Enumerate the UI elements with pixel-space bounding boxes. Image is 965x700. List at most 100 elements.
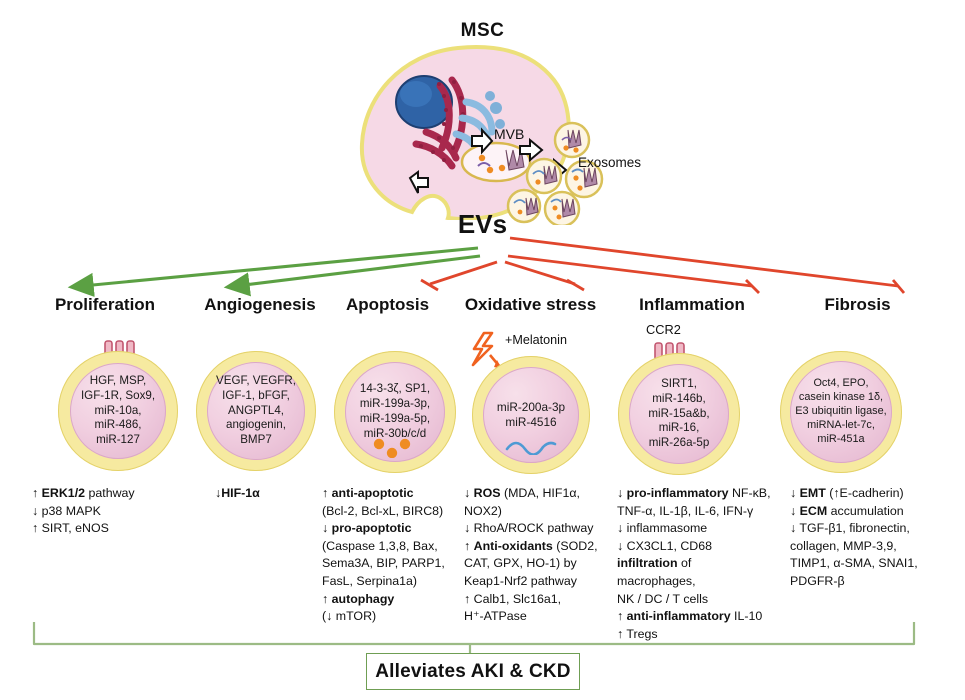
effect-text: collagen, MMP-3,9,: [790, 538, 897, 553]
red-inhibition-bar-fibrosis: [509, 236, 906, 294]
effect-line: ↑ Tregs: [617, 626, 789, 644]
effect-text: ↓: [790, 503, 800, 518]
effect-text: PDGFR-β: [790, 574, 845, 589]
green-activation-arrow-proliferation: [67, 246, 479, 297]
effect-line: Keap1-Nrf2 pathway: [464, 573, 616, 591]
effect-line: ↑ Anti-oxidants (SOD2,: [464, 538, 616, 556]
effect-text: TNF-α, IL-1β, IL-6, IFN-γ: [617, 503, 754, 518]
effect-line: ↓ pro-apoptotic: [322, 520, 467, 538]
effect-text: (SOD2,: [552, 538, 598, 553]
effects-proliferation: ↑ ERK1/2 pathway↓ p38 MAPK↑ SIRT, eNOS: [32, 485, 197, 538]
effect-line: ↓ inflammasome: [617, 520, 789, 538]
ccr2-label: CCR2: [646, 322, 681, 337]
effect-line: TNF-α, IL-1β, IL-6, IFN-γ: [617, 503, 789, 521]
effect-term: pro-inflammatory: [626, 486, 729, 500]
effect-text: ↑: [464, 538, 474, 553]
effect-text: ↑ Calb1, Slc16a1,: [464, 591, 562, 606]
category-title-fibrosis: Fibrosis: [790, 295, 925, 315]
effect-text: ↓ CX3CL1, CD68: [617, 538, 713, 553]
cargo-line: miR-199a-5p,: [359, 412, 431, 425]
effect-line: ↓ ROS (MDA, HIF1α,: [464, 485, 616, 503]
effects-inflammation: ↓ pro-inflammatory NF-κB, TNF-α, IL-1β, I…: [617, 485, 789, 643]
mvb-label: MVB: [494, 126, 525, 142]
effect-line: NOX2): [464, 503, 616, 521]
outcome-text: Alleviates AKI & CKD: [375, 660, 571, 682]
category-title-angiogenesis: Angiogenesis: [175, 295, 345, 315]
title-text: Oxidative stress: [464, 295, 597, 314]
title-text: Inflammation: [639, 295, 745, 314]
cargo-line: miR-486,: [94, 418, 142, 432]
effect-line: TIMP1, α-SMA, SNAI1,: [790, 555, 960, 573]
cargo-line: miRNA-let-7c,: [807, 418, 875, 431]
cargo-line: SIRT1,: [661, 376, 697, 390]
effect-line: (Caspase 1,3,8, Bax,: [322, 538, 467, 556]
effect-line: ↑ Calb1, Slc16a1,: [464, 591, 616, 609]
effect-line: FasL, Serpina1a): [322, 573, 467, 591]
effect-term: autophagy: [331, 591, 395, 606]
effect-text: ↓: [617, 486, 627, 500]
effect-term: infiltration: [617, 556, 678, 571]
effect-text: (↑E-cadherin): [825, 486, 904, 500]
effect-text: NK / DC / T cells: [617, 591, 709, 606]
effects-oxidative-stress: ↓ ROS (MDA, HIF1α,NOX2)↓ RhoA/ROCK pathw…: [464, 485, 616, 626]
green-activation-arrow-angiogenesis: [223, 254, 481, 297]
effect-line: ↓ TGF-β1, fibronectin,: [790, 520, 960, 538]
effect-term: ROS: [473, 486, 501, 500]
effect-line: infiltration of: [617, 555, 789, 573]
summary-bracket: [32, 622, 916, 656]
effect-line: ↓ RhoA/ROCK pathway: [464, 520, 616, 538]
effect-term: HIF-1α: [221, 486, 260, 500]
cargo-vesicle-oxidative-stress: miR-200a-3p miR-4516: [472, 356, 590, 474]
cargo-line: miR-16,: [658, 421, 700, 435]
exosome-particles: [506, 121, 604, 225]
effect-text: ↑: [322, 486, 332, 500]
effect-text: (MDA, HIF1α,: [500, 486, 580, 500]
effect-text: ↓ TGF-β1, fibronectin,: [790, 521, 910, 536]
effect-text: ↓: [322, 521, 332, 536]
cargo-line: Oct4, EPO,: [813, 377, 869, 390]
effect-text: ↑ Tregs: [617, 626, 658, 641]
effect-text: ↓: [215, 486, 222, 500]
effect-text: NF-κB,: [728, 486, 771, 500]
title-text: Proliferation: [54, 295, 156, 314]
effect-text: ↓ RhoA/ROCK pathway: [464, 521, 594, 536]
effect-line: H⁺-ATPase: [464, 608, 616, 626]
category-title-oxidative-stress: Oxidative stress: [448, 295, 613, 315]
effect-text: FasL, Serpina1a): [322, 574, 418, 589]
effect-text: ↑: [32, 486, 42, 500]
red-inhibition-bar-oxidative: [504, 260, 585, 292]
ccr2-label-text: CCR2: [646, 322, 681, 337]
effect-line: CAT, GPX, HO-1) by: [464, 555, 616, 573]
cargo-vesicle-proliferation: HGF, MSP, IGF-1R, Sox9, miR-10a, miR-486…: [58, 351, 178, 471]
effect-line: ↑ autophagy: [322, 591, 467, 609]
cargo-line: angiogenin,: [226, 418, 286, 432]
msc-cell-illustration: [359, 45, 571, 220]
effect-term: anti-apoptotic: [331, 486, 414, 500]
cargo-line: 14-3-3ζ, SP1,: [359, 382, 431, 396]
effect-term: ECM: [799, 503, 828, 518]
effect-text: ↓ p38 MAPK: [32, 503, 101, 518]
cargo-vesicle-inflammation: SIRT1, miR-146b, miR-15a&b, miR-16, miR-…: [618, 353, 740, 475]
mirna-strand-icon: [505, 441, 557, 455]
effect-text: TIMP1, α-SMA, SNAI1,: [790, 556, 918, 571]
melatonin-label: +Melatonin: [505, 333, 567, 347]
evs-label: EVs: [0, 209, 965, 240]
effect-line: ↓ ECM accumulation: [790, 503, 960, 521]
cargo-line: VEGF, VEGFR,: [216, 373, 296, 387]
effect-text: ↓: [790, 486, 800, 500]
cargo-dots-icon: [373, 438, 411, 458]
cargo-vesicle-angiogenesis: VEGF, VEGFR, IGF-1, bFGF, ANGPTL4, angio…: [196, 351, 316, 471]
effect-text: ↓ inflammasome: [617, 521, 708, 536]
effect-term: ERK1/2: [41, 486, 86, 500]
red-inhibition-bar-apoptosis: [420, 260, 498, 292]
category-title-inflammation: Inflammation: [612, 295, 772, 315]
cargo-line: miR-30b/c/d: [363, 426, 427, 440]
exosomes-label: Exosomes: [578, 155, 642, 170]
effect-text: pathway: [85, 486, 135, 500]
cargo-line: miR-10a,: [94, 403, 142, 417]
category-title-apoptosis: Apoptosis: [320, 295, 455, 315]
effect-line: ↑ anti-inflammatory IL-10: [617, 608, 789, 626]
effect-text: ↑: [617, 609, 627, 624]
effect-line: Sema3A, BIP, PARP1,: [322, 555, 467, 573]
